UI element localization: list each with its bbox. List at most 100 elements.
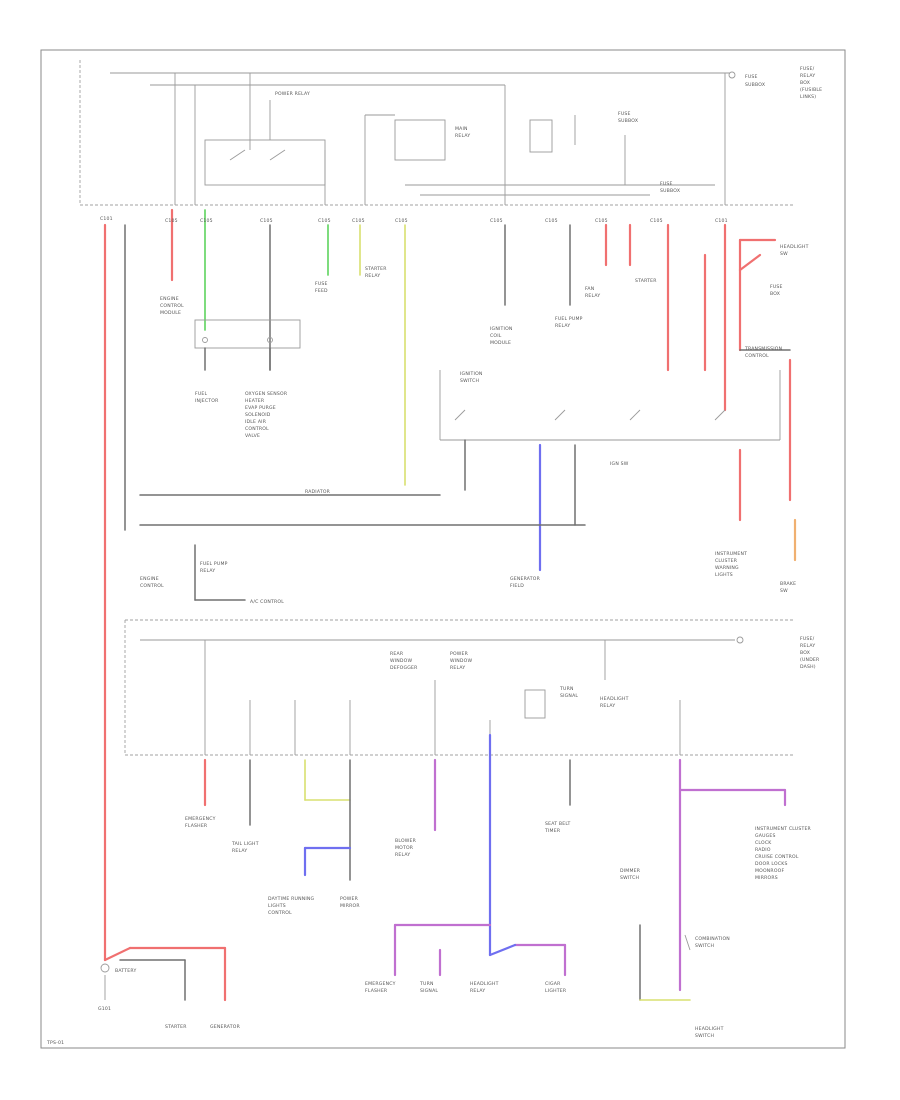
svg-text:C105: C105 bbox=[490, 218, 503, 224]
svg-text:RELAY: RELAY bbox=[395, 852, 410, 858]
svg-text:WARNING: WARNING bbox=[715, 565, 739, 571]
svg-text:LIGHTS: LIGHTS bbox=[715, 572, 733, 578]
svg-text:FUEL PUMP: FUEL PUMP bbox=[555, 316, 583, 322]
svg-text:REAR: REAR bbox=[390, 651, 404, 657]
svg-text:STARTER: STARTER bbox=[635, 278, 657, 284]
svg-text:FAN: FAN bbox=[585, 286, 594, 292]
svg-text:HEADLIGHT: HEADLIGHT bbox=[470, 981, 499, 987]
battery-label: BATTERY bbox=[115, 968, 136, 974]
svg-text:FLASHER: FLASHER bbox=[185, 823, 208, 829]
svg-text:(FUSIBLE: (FUSIBLE bbox=[800, 87, 822, 93]
svg-text:FUSE: FUSE bbox=[770, 284, 783, 290]
svg-text:STARTER: STARTER bbox=[365, 266, 387, 272]
lower-labels: EMERGENCY FLASHER TAIL LIGHT RELAY BLOWE… bbox=[185, 816, 812, 1039]
svg-text:CONTROL: CONTROL bbox=[160, 303, 184, 309]
svg-text:A/C CONTROL: A/C CONTROL bbox=[250, 599, 284, 605]
svg-text:DIMMER: DIMMER bbox=[620, 868, 641, 874]
svg-text:SOLENOID: SOLENOID bbox=[245, 412, 271, 418]
svg-text:TURN: TURN bbox=[419, 981, 434, 987]
svg-text:RELAY: RELAY bbox=[365, 273, 380, 279]
svg-text:SWITCH: SWITCH bbox=[620, 875, 639, 881]
svg-text:SWITCH: SWITCH bbox=[460, 378, 479, 384]
svg-text:DOOR LOCKS: DOOR LOCKS bbox=[755, 861, 788, 867]
svg-text:POWER: POWER bbox=[450, 651, 469, 657]
svg-text:C105: C105 bbox=[650, 218, 663, 224]
svg-text:C105: C105 bbox=[545, 218, 558, 224]
svg-text:MOTOR: MOTOR bbox=[395, 845, 414, 851]
svg-text:CRUISE CONTROL: CRUISE CONTROL bbox=[755, 854, 799, 860]
svg-text:WINDOW: WINDOW bbox=[390, 658, 412, 664]
svg-text:RELAY: RELAY bbox=[555, 323, 570, 329]
diagram-border bbox=[40, 49, 846, 1049]
svg-text:BRAKE: BRAKE bbox=[780, 581, 796, 587]
svg-text:IDLE AIR: IDLE AIR bbox=[245, 419, 267, 425]
svg-text:SUBBOX: SUBBOX bbox=[660, 188, 680, 194]
svg-text:C105: C105 bbox=[352, 218, 365, 224]
svg-text:MIRRORS: MIRRORS bbox=[755, 875, 778, 881]
svg-text:FUSE: FUSE bbox=[745, 74, 758, 80]
svg-text:SWITCH: SWITCH bbox=[695, 943, 714, 949]
svg-text:FUSE: FUSE bbox=[315, 281, 328, 287]
svg-text:CLOCK: CLOCK bbox=[755, 840, 772, 846]
svg-text:HEADLIGHT: HEADLIGHT bbox=[695, 1026, 724, 1032]
svg-text:C105: C105 bbox=[200, 218, 213, 224]
svg-text:INSTRUMENT: INSTRUMENT bbox=[715, 551, 747, 557]
mid-left-labels: ENGINE CONTROL FUEL PUMP RELAY A/C CONTR… bbox=[140, 544, 796, 605]
svg-text:INJECTOR: INJECTOR bbox=[195, 398, 219, 404]
svg-text:BLOWER: BLOWER bbox=[395, 838, 417, 844]
svg-text:FUEL PUMP: FUEL PUMP bbox=[200, 561, 228, 567]
fuel-injector-block: FUEL INJECTOR OXYGEN SENSOR HEATER EVAP … bbox=[194, 319, 301, 439]
svg-text:DASH): DASH) bbox=[800, 664, 816, 670]
svg-text:COIL: COIL bbox=[490, 333, 502, 339]
svg-text:COMBINATION: COMBINATION bbox=[695, 936, 730, 942]
svg-text:C101: C101 bbox=[100, 216, 113, 222]
svg-text:TRANSMISSION: TRANSMISSION bbox=[744, 346, 782, 352]
starter-label: STARTER bbox=[165, 1024, 187, 1030]
svg-text:RELAY: RELAY bbox=[450, 665, 465, 671]
svg-text:CIGAR: CIGAR bbox=[545, 981, 561, 987]
svg-text:CONTROL: CONTROL bbox=[245, 426, 269, 432]
svg-text:RELAY: RELAY bbox=[232, 848, 247, 854]
svg-text:C105: C105 bbox=[260, 218, 273, 224]
svg-text:EMERGENCY: EMERGENCY bbox=[185, 816, 216, 822]
generator-label: GENERATOR bbox=[210, 1024, 241, 1030]
svg-text:OXYGEN SENSOR: OXYGEN SENSOR bbox=[245, 391, 288, 397]
svg-text:SEAT BELT: SEAT BELT bbox=[545, 821, 570, 827]
svg-text:FEED: FEED bbox=[315, 288, 328, 294]
svg-text:GAUGES: GAUGES bbox=[755, 833, 776, 839]
svg-text:SUBBOX: SUBBOX bbox=[618, 118, 638, 124]
svg-text:MODULE: MODULE bbox=[160, 310, 181, 316]
svg-text:HEATER: HEATER bbox=[245, 398, 265, 404]
svg-text:BOX: BOX bbox=[800, 80, 810, 86]
svg-text:SIGNAL: SIGNAL bbox=[560, 693, 578, 699]
underhood-fuse-relay-box: FUSE/ RELAY BOX (FUSIBLE LINKS) FUSE SUB… bbox=[79, 60, 822, 206]
svg-text:LINKS): LINKS) bbox=[800, 94, 816, 100]
svg-text:MIRROR: MIRROR bbox=[340, 903, 360, 909]
svg-text:C105: C105 bbox=[165, 218, 178, 224]
svg-text:RADIATOR: RADIATOR bbox=[305, 489, 331, 495]
svg-text:SUBBOX: SUBBOX bbox=[745, 82, 765, 88]
svg-text:FLASHER: FLASHER bbox=[365, 988, 388, 994]
svg-text:LIGHTER: LIGHTER bbox=[545, 988, 567, 994]
svg-text:SWITCH: SWITCH bbox=[695, 1033, 714, 1039]
svg-text:FUEL: FUEL bbox=[195, 391, 208, 397]
svg-text:IGNITION: IGNITION bbox=[490, 326, 513, 332]
svg-text:CONTROL: CONTROL bbox=[140, 583, 164, 589]
svg-text:WINDOW: WINDOW bbox=[450, 658, 472, 664]
svg-text:POWER: POWER bbox=[340, 896, 359, 902]
svg-text:C105: C105 bbox=[595, 218, 608, 224]
svg-text:FUSE/: FUSE/ bbox=[800, 66, 815, 72]
svg-text:RADIO: RADIO bbox=[755, 847, 771, 853]
svg-text:C105: C105 bbox=[395, 218, 408, 224]
svg-text:MODULE: MODULE bbox=[490, 340, 511, 346]
svg-text:VALVE: VALVE bbox=[245, 433, 260, 439]
svg-text:HEADLIGHT: HEADLIGHT bbox=[600, 696, 629, 702]
top-wires bbox=[103, 208, 797, 962]
svg-text:MAIN: MAIN bbox=[455, 126, 468, 132]
svg-text:CONTROL: CONTROL bbox=[745, 353, 769, 359]
svg-text:FUSE: FUSE bbox=[660, 181, 673, 187]
battery-starter-generator: BATTERY STARTER GENERATOR G101 bbox=[98, 946, 241, 1030]
svg-text:INSTRUMENT CLUSTER: INSTRUMENT CLUSTER bbox=[755, 826, 812, 832]
svg-text:FUSE/: FUSE/ bbox=[800, 636, 815, 642]
